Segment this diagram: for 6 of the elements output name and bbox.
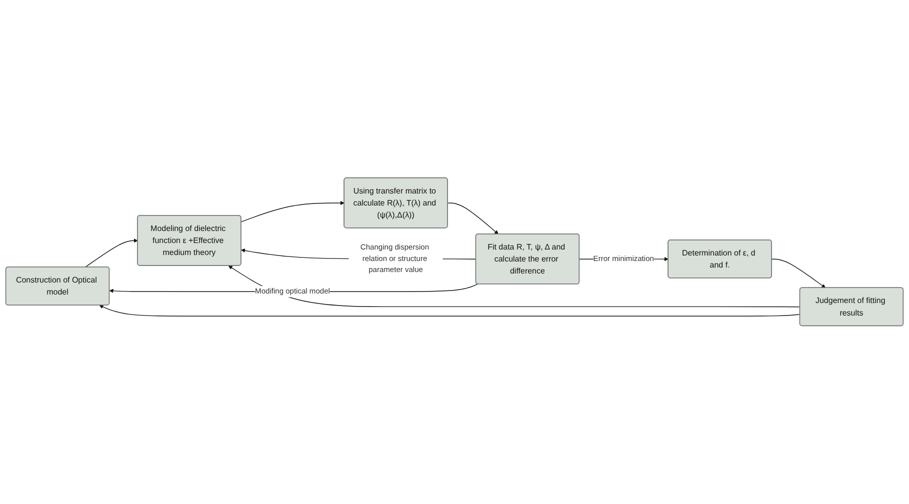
arrow <box>228 266 800 308</box>
arrow <box>771 258 826 288</box>
arrow <box>84 238 138 268</box>
arrow <box>99 305 800 317</box>
arrow <box>240 201 344 222</box>
arrow <box>447 202 498 235</box>
